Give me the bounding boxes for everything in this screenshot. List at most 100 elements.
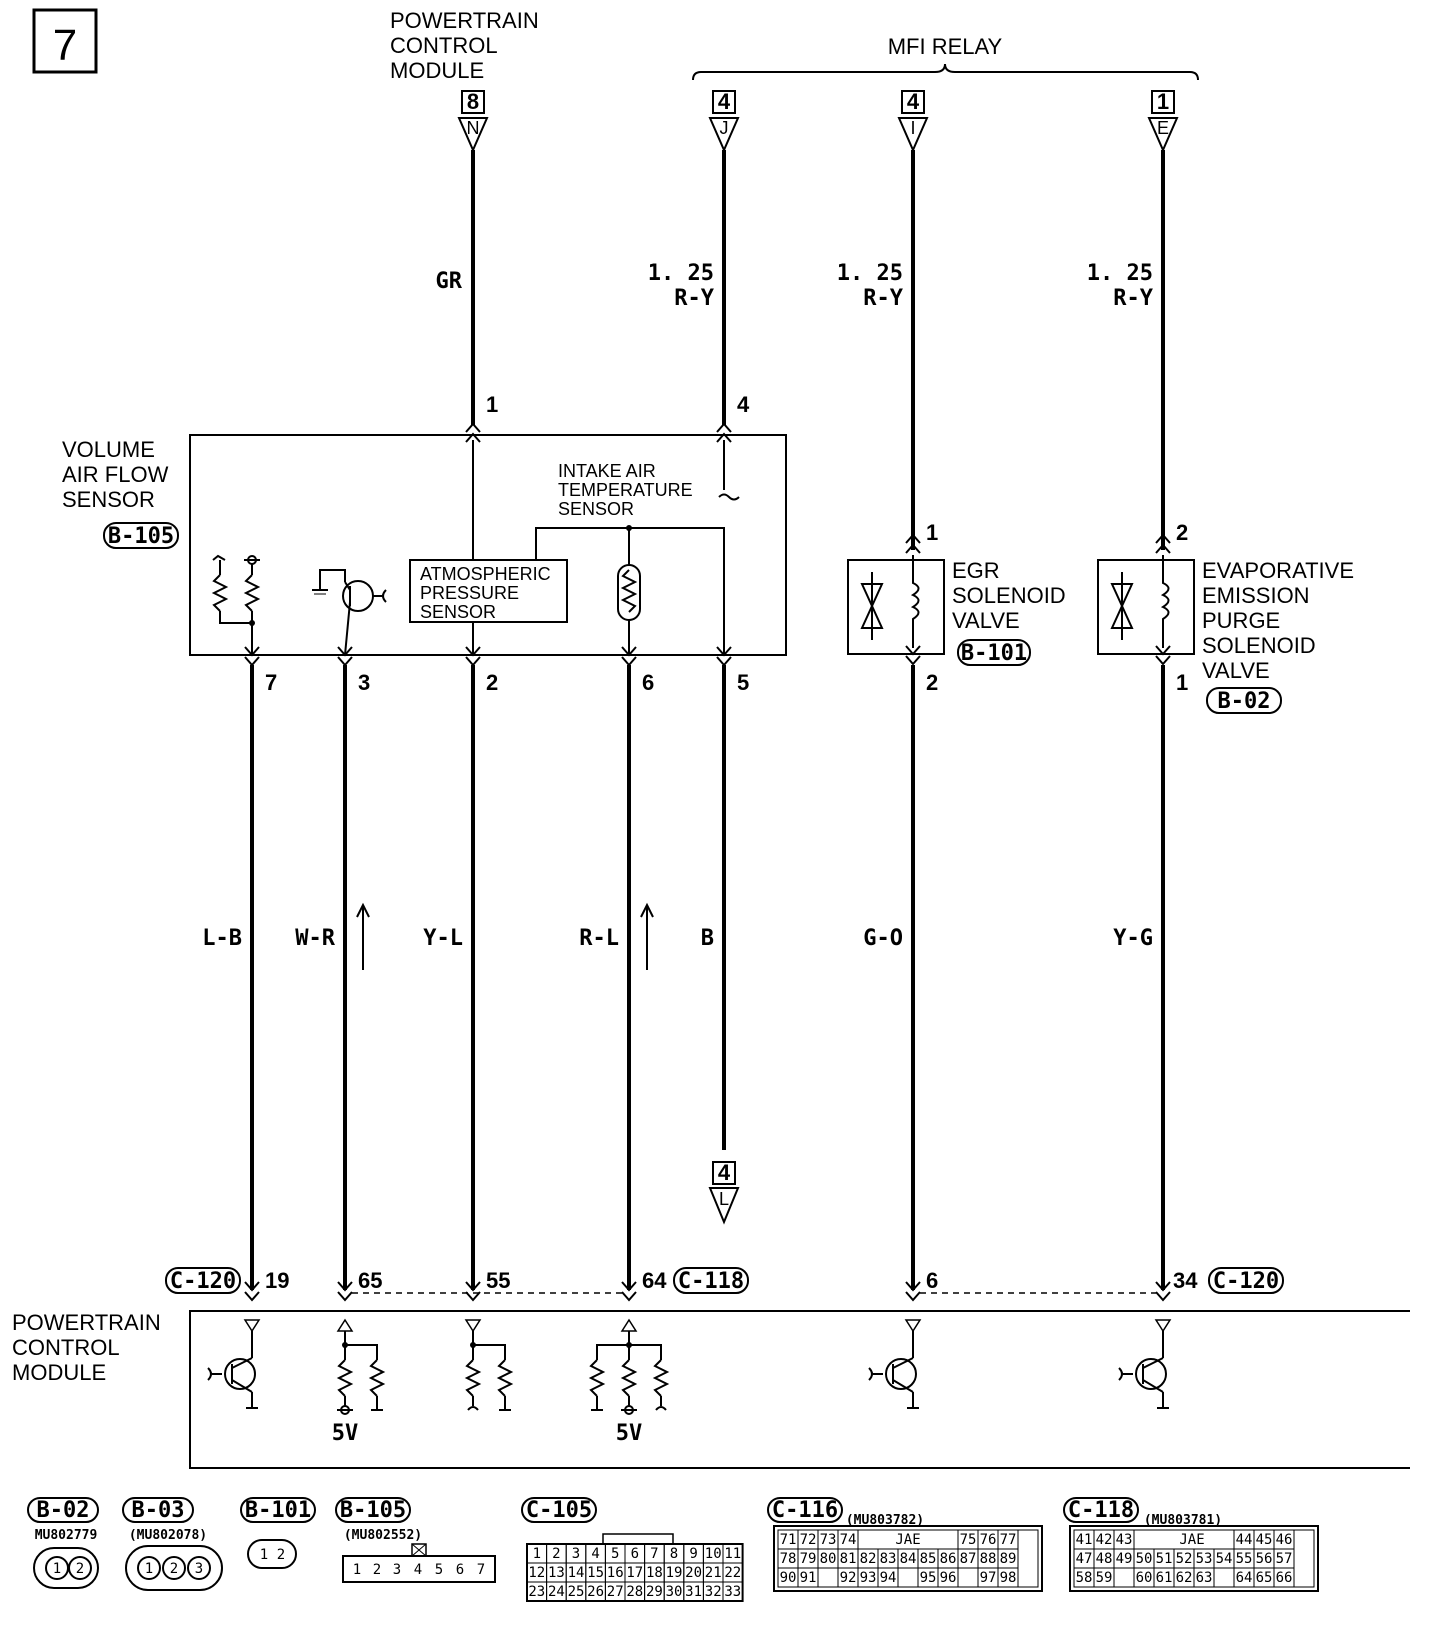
legend-c116-badge	[767, 1497, 843, 1523]
legend-b02-badge	[27, 1497, 99, 1523]
legend-pin: 1	[260, 1547, 268, 1563]
legend-pin: 83	[880, 1551, 897, 1567]
legend-pin: 49	[1116, 1551, 1133, 1567]
iat-label-1: INTAKE AIR	[558, 461, 656, 481]
mfi-relay-brace	[692, 63, 1199, 81]
top-connector-relay-i: 4 I	[897, 89, 929, 153]
voltage-label: 5V	[332, 1421, 359, 1446]
evap-valve-box	[1097, 559, 1195, 655]
egr-label-1: EGR	[952, 558, 1000, 583]
thermistor-zigzag	[620, 569, 638, 613]
pcm-pin: 19	[265, 1268, 289, 1293]
vaf-label-2: AIR FLOW	[62, 462, 169, 487]
legend-pin: 73	[820, 1532, 837, 1548]
legend-pin: 93	[860, 1570, 877, 1586]
legend-pin: 17	[626, 1565, 643, 1581]
legend-pin: 6	[456, 1562, 464, 1578]
pcm-pin: 64	[642, 1268, 667, 1293]
wire-size: 1. 25	[837, 261, 903, 286]
legend-pin: 59	[1096, 1570, 1113, 1586]
connector-mark	[1155, 533, 1171, 554]
legend-pin: 71	[780, 1532, 797, 1548]
legend-pin: 2	[373, 1562, 381, 1578]
evap-label-2: EMISSION	[1202, 583, 1310, 608]
legend-pin: 30	[666, 1584, 683, 1600]
pcm-pin: 34	[1173, 1268, 1198, 1293]
bottom-pcm-label-2: CONTROL	[12, 1335, 120, 1360]
legend-pin: 88	[980, 1551, 997, 1567]
pcm-pin: 55	[486, 1268, 510, 1293]
legend-pin: 25	[568, 1584, 585, 1600]
connector-mark	[716, 422, 732, 443]
legend-pin: 54	[1216, 1551, 1233, 1567]
vaf-top-pin-1: 1	[486, 392, 498, 417]
legend-pin: 44	[1236, 1532, 1253, 1548]
egr-connector: B-101	[961, 641, 1027, 666]
legend-pin: 33	[724, 1584, 741, 1600]
legend-pin: 1	[145, 1561, 153, 1577]
legend-pin: 19	[666, 1565, 683, 1581]
legend-pin: 21	[705, 1565, 722, 1581]
legend-pin: 3	[195, 1561, 203, 1577]
legend-pin: 23	[528, 1584, 545, 1600]
legend-pin: 94	[880, 1570, 897, 1586]
legend-pin: 63	[1196, 1570, 1213, 1586]
wire-label: Y-L	[423, 926, 463, 951]
legend-b101-badge	[240, 1497, 316, 1523]
pcm-circuit-64	[588, 1318, 670, 1415]
legend-pin: 1	[53, 1561, 61, 1577]
broken-wire-mark	[718, 493, 740, 501]
pcm-connector-badge	[673, 1267, 749, 1294]
pcm-connector-badge	[165, 1267, 241, 1294]
legend-pin: 2	[552, 1546, 560, 1562]
evap-label-1: EVAPORATIVE	[1202, 558, 1354, 583]
legend-maker: JAE	[1179, 1532, 1204, 1548]
iat-label-2: TEMPERATURE	[558, 480, 693, 500]
evap-connector: B-02	[1218, 689, 1271, 714]
legend-c116-name: C-116	[772, 1498, 838, 1523]
top-pcm-label-1: POWERTRAIN	[390, 8, 539, 33]
vaf-bottom-pin: 3	[358, 670, 370, 695]
top-connector-letter: I	[910, 118, 915, 138]
signal-arrow	[356, 902, 370, 970]
pcm-circuit-6	[868, 1319, 922, 1409]
legend-pin: 97	[980, 1570, 997, 1586]
pcm-circuit-19	[207, 1319, 261, 1409]
legend-pin: 50	[1136, 1551, 1153, 1567]
legend-pin: 13	[548, 1565, 565, 1581]
legend-pin: 75	[960, 1532, 977, 1548]
vaf-connector: B-105	[108, 524, 174, 549]
iat-label-3: SENSOR	[558, 499, 634, 519]
evap-pin-top: 2	[1176, 520, 1188, 545]
legend-c105-name: C-105	[526, 1498, 592, 1523]
legend-pin: 66	[1276, 1570, 1293, 1586]
legend-pin: 86	[940, 1551, 957, 1567]
egr-label-2: SOLENOID	[952, 583, 1066, 608]
evap-label-4: SOLENOID	[1202, 633, 1316, 658]
evap-connector-badge	[1206, 687, 1282, 714]
top-connector-num: 1	[1157, 89, 1169, 114]
legend-pin: 58	[1076, 1570, 1093, 1586]
atm-sensor-box	[409, 559, 568, 623]
legend-pin: 15	[587, 1565, 604, 1581]
legend-pin: 43	[1116, 1532, 1133, 1548]
legend-pin: 22	[724, 1565, 741, 1581]
legend-pin: 5	[435, 1562, 443, 1578]
page-number: 7	[53, 21, 77, 70]
legend-pin: 6	[631, 1546, 639, 1562]
legend-b105-name: B-105	[340, 1498, 406, 1523]
legend-c118-part: (MU803781)	[1144, 1513, 1222, 1528]
legend-b03-connector	[125, 1545, 223, 1591]
page-number-box	[32, 8, 98, 74]
legend-pin: 5	[611, 1546, 619, 1562]
top-connector-num: 4	[718, 89, 731, 114]
signal-arrow	[640, 902, 654, 970]
legend-b101-name: B-101	[245, 1498, 311, 1523]
legend-pin: 64	[1236, 1570, 1253, 1586]
top-connector-num: 8	[467, 89, 479, 114]
vaf-resistor-pair	[211, 554, 261, 655]
legend-b105-badge	[335, 1497, 411, 1523]
top-connector-pcm: 8 N	[457, 89, 489, 153]
